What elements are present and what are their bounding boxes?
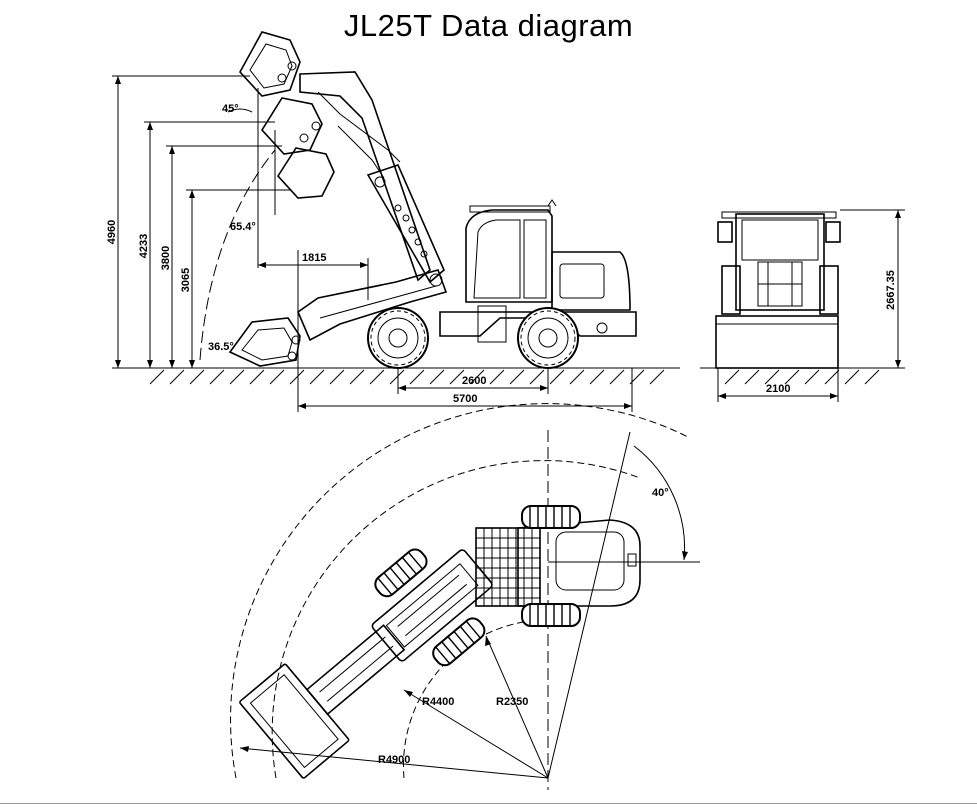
wheelbase-label: 2600 <box>462 375 486 387</box>
radius-lines <box>239 635 549 779</box>
bottom-border <box>0 803 977 804</box>
height-3800-label: 3800 <box>160 246 172 270</box>
height-3065-label: 3065 <box>180 268 192 292</box>
front-wheel <box>367 307 429 369</box>
height-4233-label: 4233 <box>138 234 150 258</box>
angle-45-label: 45° <box>222 103 239 115</box>
top-view-machine <box>239 505 641 779</box>
front-view <box>715 209 905 402</box>
front-height-label: 2667.35 <box>885 270 897 310</box>
articulation-angle-label: 40° <box>652 487 669 499</box>
angle-36-label: 36.5° <box>208 341 234 353</box>
side-view-body <box>367 199 637 369</box>
front-width-label: 2100 <box>766 383 790 395</box>
length-dimensions <box>297 368 633 412</box>
rear-wheel <box>517 307 579 369</box>
turning-arcs <box>230 403 700 790</box>
height-4960-label: 4960 <box>106 220 118 244</box>
radius-4400-label: R4400 <box>422 696 454 708</box>
reach-label: 1815 <box>302 252 326 264</box>
diagram-title: JL25T Data diagram <box>343 8 634 43</box>
radius-2350-label: R2350 <box>496 696 528 708</box>
side-view-loader <box>199 31 448 410</box>
height-dimensions <box>112 75 290 368</box>
length-label: 5700 <box>453 393 477 405</box>
radius-4900-label: R4900 <box>378 754 410 766</box>
angle-65-label: 65.4° <box>230 221 256 233</box>
ground-line-side <box>112 367 905 385</box>
reach-dimension <box>258 258 369 300</box>
